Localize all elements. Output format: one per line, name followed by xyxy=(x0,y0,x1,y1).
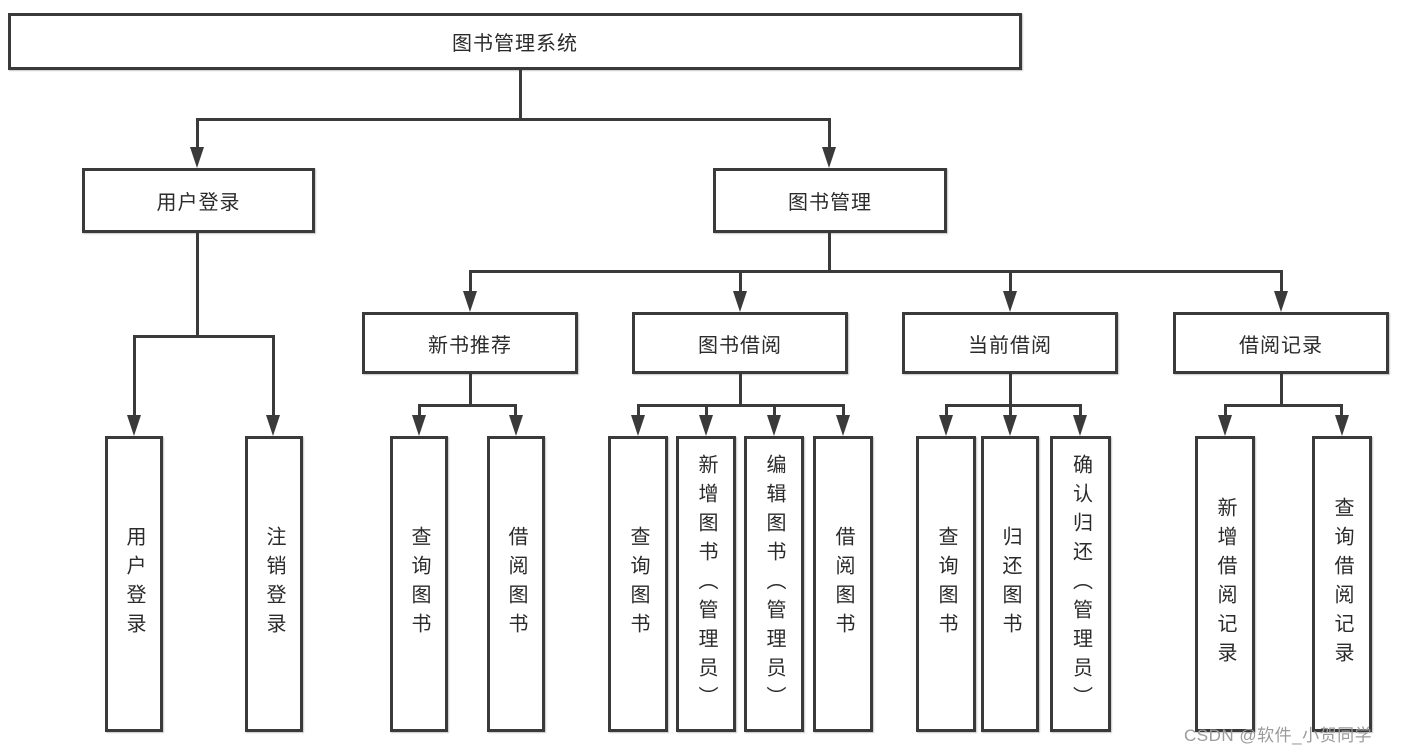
leaf-confirm-return-admin-label: 确认归还（管理员） xyxy=(1069,453,1092,715)
connector-stub-borrow-recommend xyxy=(514,404,517,417)
leaf-borrow-books-label: 借阅图书 xyxy=(832,526,854,642)
connector-book-management-bar xyxy=(469,270,1283,273)
leaf-add-books-admin-label: 新增图书（管理员） xyxy=(695,453,717,715)
leaf-borrow-books: 借阅图书 xyxy=(813,436,873,732)
leaf-query-books-recommend-label: 查询图书 xyxy=(408,526,430,642)
connector-stub-confirm-return xyxy=(1079,404,1082,417)
node-borrow-records: 借阅记录 xyxy=(1173,312,1389,374)
arrow-down-add-record xyxy=(1218,415,1232,436)
node-borrow-records-label: 借阅记录 xyxy=(1239,334,1323,357)
node-root: 图书管理系统 xyxy=(8,13,1022,70)
node-root-label: 图书管理系统 xyxy=(452,33,578,55)
leaf-return-books-label: 归还图书 xyxy=(999,526,1021,642)
node-book-management: 图书管理 xyxy=(713,168,947,233)
connector-user-login-bar xyxy=(133,335,275,338)
connector-stub-book-management xyxy=(828,118,831,149)
connector-stub-leaf-user-login xyxy=(133,335,136,417)
connector-stub-query-current xyxy=(945,404,948,417)
node-new-book-recommend: 新书推荐 xyxy=(362,312,578,374)
node-current-borrow-label: 当前借阅 xyxy=(968,334,1052,357)
connector-root-bar xyxy=(196,118,831,121)
node-new-book-recommend-label: 新书推荐 xyxy=(428,334,512,357)
connector-book-management-stem xyxy=(828,233,831,273)
connector-stub-user-login xyxy=(196,118,199,149)
connector-borrow-records-bar xyxy=(1224,404,1343,407)
leaf-logout: 注销登录 xyxy=(245,436,303,732)
node-book-borrow: 图书借阅 xyxy=(632,312,848,374)
connector-stub-leaf-logout xyxy=(272,335,275,417)
node-user-login: 用户登录 xyxy=(82,168,315,233)
connector-root-stem xyxy=(519,70,522,120)
connector-stub-query-recommend xyxy=(418,404,421,417)
connector-current-borrow-stem xyxy=(1009,374,1012,407)
connector-stub-return-books xyxy=(1009,404,1012,417)
arrow-down-book-management xyxy=(822,147,836,168)
leaf-add-borrow-record: 新增借阅记录 xyxy=(1195,436,1255,732)
arrow-down-current-borrow xyxy=(1003,291,1017,312)
connector-new-book-stem xyxy=(469,374,472,407)
node-book-management-label: 图书管理 xyxy=(788,192,872,214)
connector-stub-edit-books xyxy=(773,404,776,417)
connector-borrow-records-stem xyxy=(1280,374,1283,407)
csdn-watermark: CSDN @软件_小贺同学 xyxy=(1184,726,1373,745)
leaf-logout-label: 注销登录 xyxy=(263,526,285,642)
arrow-down-query-recommend xyxy=(412,415,426,436)
leaf-user-login-label: 用户登录 xyxy=(123,526,145,642)
connector-stub-add-books xyxy=(705,404,708,417)
connector-new-book-bar xyxy=(418,404,517,407)
leaf-query-books-current-label: 查询图书 xyxy=(935,526,957,642)
arrow-down-query-borrow xyxy=(631,415,645,436)
connector-stub-query-record xyxy=(1340,404,1343,417)
arrow-down-borrow-books xyxy=(836,415,850,436)
arrow-down-new-book xyxy=(463,291,477,312)
connector-stub-query-borrow xyxy=(637,404,640,417)
arrow-down-borrow-records xyxy=(1274,291,1288,312)
leaf-confirm-return-admin: 确认归还（管理员） xyxy=(1050,436,1111,732)
leaf-borrow-books-recommend-label: 借阅图书 xyxy=(505,526,527,642)
leaf-query-books-recommend: 查询图书 xyxy=(390,436,448,732)
arrow-down-edit-books xyxy=(767,415,781,436)
leaf-query-books-borrow-label: 查询图书 xyxy=(627,526,649,642)
leaf-edit-books-admin: 编辑图书（管理员） xyxy=(744,436,804,732)
connector-stub-current-borrow xyxy=(1009,270,1012,293)
arrow-down-query-current xyxy=(939,415,953,436)
node-book-borrow-label: 图书借阅 xyxy=(698,334,782,357)
connector-stub-new-book xyxy=(469,270,472,293)
arrow-down-leaf-user-login xyxy=(127,415,141,436)
leaf-query-books-current: 查询图书 xyxy=(916,436,976,732)
connector-stub-borrow-books xyxy=(842,404,845,417)
leaf-borrow-books-recommend: 借阅图书 xyxy=(487,436,545,732)
connector-book-borrow-stem xyxy=(739,374,742,407)
connector-stub-borrow-records xyxy=(1280,270,1283,293)
connector-book-borrow-bar xyxy=(637,404,844,407)
arrow-down-leaf-logout xyxy=(266,415,280,436)
leaf-user-login: 用户登录 xyxy=(105,436,163,732)
leaf-edit-books-admin-label: 编辑图书（管理员） xyxy=(763,453,785,715)
connector-current-borrow-bar xyxy=(945,404,1082,407)
arrow-down-add-books xyxy=(699,415,713,436)
arrow-down-return-books xyxy=(1003,415,1017,436)
node-current-borrow: 当前借阅 xyxy=(902,312,1118,374)
leaf-query-books-borrow: 查询图书 xyxy=(608,436,668,732)
leaf-add-borrow-record-label: 新增借阅记录 xyxy=(1214,497,1236,671)
leaf-add-books-admin: 新增图书（管理员） xyxy=(676,436,736,732)
connector-stub-add-record xyxy=(1224,404,1227,417)
node-user-login-label: 用户登录 xyxy=(156,192,241,214)
arrow-down-book-borrow xyxy=(733,291,747,312)
leaf-query-borrow-record: 查询借阅记录 xyxy=(1312,436,1372,732)
arrow-down-borrow-recommend xyxy=(509,415,523,436)
connector-user-login-stem xyxy=(196,233,199,337)
connector-stub-book-borrow xyxy=(739,270,742,293)
leaf-query-borrow-record-label: 查询借阅记录 xyxy=(1331,497,1353,671)
leaf-return-books: 归还图书 xyxy=(981,436,1039,732)
arrow-down-query-record xyxy=(1335,415,1349,436)
arrow-down-user-login xyxy=(190,147,204,168)
arrow-down-confirm-return xyxy=(1073,415,1087,436)
